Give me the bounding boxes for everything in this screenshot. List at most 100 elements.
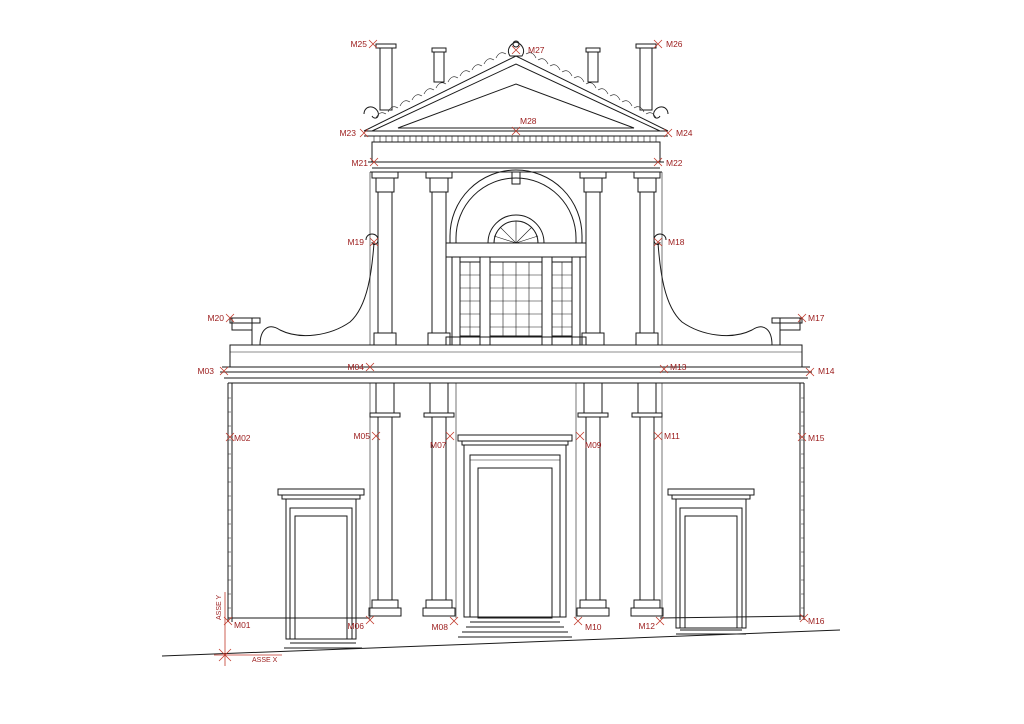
marker-cross-icon [369,237,379,247]
lower-column [368,382,402,617]
upper-column [371,171,399,346]
marker-label: M22 [666,158,683,168]
survey-marker-m02: M02 [225,432,251,443]
marker-cross-icon [653,39,663,49]
lower-column [630,382,664,617]
survey-marker-m05: M05 [353,431,381,441]
marker-cross-icon [575,431,585,441]
marker-cross-icon [653,237,663,247]
marker-cross-icon [511,45,521,55]
marker-label: M15 [808,433,825,443]
survey-marker-m21: M21 [351,157,379,168]
marker-label: M06 [347,621,364,631]
marker-label: M08 [431,622,448,632]
marker-label: M27 [528,45,545,55]
axis-y-label: ASSE Y [216,595,223,620]
survey-marker-m07: M07 [430,431,455,450]
survey-marker-m26: M26 [653,39,683,49]
marker-label: M02 [234,433,251,443]
survey-marker-m23: M23 [339,128,369,138]
upper-column [425,171,453,346]
survey-marker-m12: M12 [638,616,665,631]
marker-cross-icon [653,431,663,441]
survey-marker-m24: M24 [663,128,693,138]
pinnacle [585,47,601,83]
survey-marker-m27: M27 [511,45,545,55]
survey-marker-m16: M16 [799,613,825,626]
survey-marker-m18: M18 [653,237,685,247]
marker-label: M25 [350,39,367,49]
lower-column [576,382,610,617]
marker-label: M24 [676,128,693,138]
marker-cross-icon [797,313,807,323]
main-entablature [220,344,812,384]
marker-label: M14 [818,366,835,376]
marker-label: M23 [339,128,356,138]
upper-column [579,171,607,346]
survey-marker-m09: M09 [575,431,602,450]
marker-label: M11 [664,431,680,441]
side-portal-right [667,488,755,635]
side-volutes [229,233,803,346]
survey-marker-m06: M06 [347,615,375,631]
marker-label: M16 [808,616,825,626]
pinnacle [431,47,447,83]
marker-cross-icon [799,613,809,623]
marker-label: M04 [347,362,364,372]
marker-label: M10 [585,622,602,632]
upper-column [633,171,661,346]
central-arch-window [445,169,587,346]
marker-label: M13 [670,362,687,372]
marker-cross-icon [445,431,455,441]
side-portal-left [277,488,365,649]
marker-label: M26 [666,39,683,49]
survey-marker-m19: M19 [347,237,379,247]
marker-cross-icon [223,616,233,626]
lower-wall [227,383,805,622]
marker-cross-icon [663,128,673,138]
marker-cross-icon [225,432,235,442]
marker-label: M09 [585,440,602,450]
lower-columns [368,382,664,618]
pediment [363,40,669,132]
survey-marker-m28: M28 [511,116,537,136]
survey-marker-m20: M20 [207,313,235,323]
survey-marker-m25: M25 [350,39,378,49]
marker-label: M03 [197,366,214,376]
marker-label: M21 [351,158,368,168]
survey-marker-m03: M03 [197,366,229,376]
pinnacles [375,43,657,111]
lower-column [422,382,456,617]
marker-cross-icon [797,432,807,442]
marker-cross-icon [653,157,663,167]
survey-marker-m01: M01 [223,616,251,630]
survey-marker-m11: M11 [653,431,680,441]
marker-label: M17 [808,313,825,323]
marker-cross-icon [573,616,583,626]
marker-cross-icon [365,362,375,372]
marker-cross-icon [805,367,815,377]
marker-label: M28 [520,116,537,126]
marker-cross-icon [655,616,665,626]
survey-marker-m08: M08 [431,616,459,632]
survey-marker-m10: M10 [573,616,602,632]
marker-cross-icon [369,157,379,167]
pinnacle [375,43,397,111]
reference-axes: ASSE X ASSE Y [214,592,282,666]
marker-label: M20 [207,313,224,323]
marker-label: M12 [638,621,655,631]
survey-marker-m14: M14 [805,366,835,377]
marker-cross-icon [368,39,378,49]
survey-marker-m04: M04 [347,362,375,372]
marker-label: M07 [430,440,447,450]
marker-cross-icon [511,126,521,136]
marker-label: M01 [234,620,251,630]
survey-marker-m13: M13 [659,362,687,374]
marker-cross-icon [359,128,369,138]
survey-marker-m15: M15 [797,432,825,443]
marker-cross-icon [371,431,381,441]
pinnacle [635,43,657,111]
marker-label: M19 [347,237,364,247]
